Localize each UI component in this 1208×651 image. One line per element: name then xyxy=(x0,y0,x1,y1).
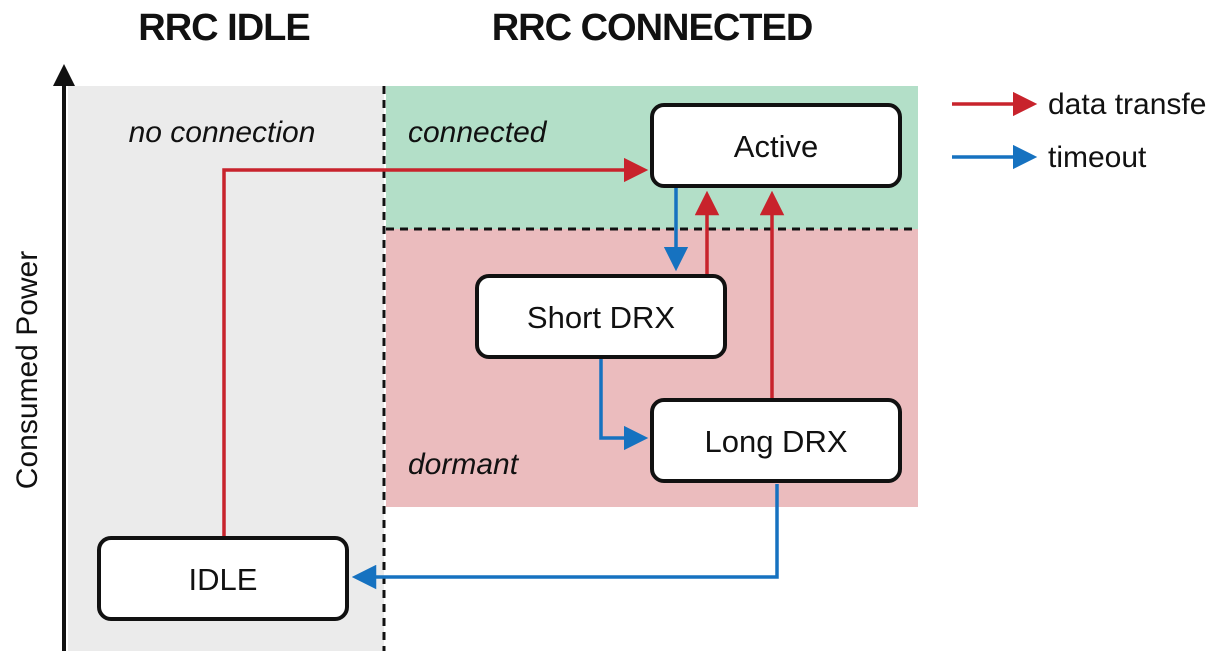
legend-timeout-label: timeout xyxy=(1048,141,1147,174)
state-label-long-drx: Long DRX xyxy=(704,424,847,459)
arrow-idle-to-active xyxy=(222,157,649,538)
state-short-drx: Short DRX xyxy=(475,274,727,359)
state-active: Active xyxy=(650,103,902,188)
zone-label-connected: connected xyxy=(408,116,548,149)
state-label-short-drx: Short DRX xyxy=(527,300,675,335)
state-label-idle: IDLE xyxy=(189,562,258,597)
zone-label-no-connection: no connection xyxy=(129,116,316,149)
arrow-short-drx-to-long-drx xyxy=(599,357,649,451)
legend-data-transfer-label: data transfer xyxy=(1048,88,1208,121)
state-idle: IDLE xyxy=(97,536,349,621)
arrow-long-drx-to-idle xyxy=(351,484,779,590)
state-label-active: Active xyxy=(734,129,818,164)
zone-label-dormant: dormant xyxy=(408,448,520,481)
power-axis-arrowhead xyxy=(53,64,75,86)
legend: data transfer timeout xyxy=(952,88,1208,174)
state-long-drx: Long DRX xyxy=(650,398,902,483)
header-rrc-idle: RRC IDLE xyxy=(138,7,309,49)
axis-label: Consumed Power xyxy=(11,251,44,489)
header-rrc-connected: RRC CONNECTED xyxy=(492,7,813,49)
